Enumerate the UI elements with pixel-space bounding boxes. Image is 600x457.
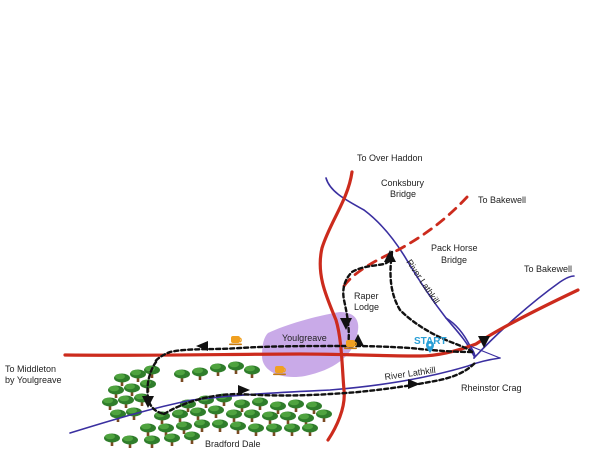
- river-lathkill-lower: [69, 357, 501, 434]
- river-east-tributary: [473, 275, 575, 359]
- arrowhead-icon: [478, 336, 490, 348]
- route-river-walk: [389, 250, 474, 354]
- junction-marker: [469, 345, 501, 359]
- label-raper-lodge-line1: Raper: [354, 291, 379, 301]
- youlgreave-village-area: [262, 312, 359, 378]
- label-to-middleton-line2: by Youlgreave: [5, 375, 62, 385]
- label-conksbury-bridge-line1: Conksbury: [381, 178, 425, 188]
- cafe-icons: [229, 336, 357, 376]
- cup-icon: [344, 340, 357, 350]
- label-bradford-dale: Bradford Dale: [205, 439, 261, 449]
- cup-icon: [273, 366, 286, 376]
- label-to-bakewell-east: To Bakewell: [524, 264, 572, 274]
- river-lathkill-upper: [325, 177, 475, 357]
- road-main-east-west: [63, 288, 580, 358]
- arrowhead-icon: [196, 341, 208, 351]
- label-pack-horse-bridge-line2: Bridge: [441, 255, 467, 265]
- arrowhead-icon: [340, 318, 352, 330]
- arrowhead-icon: [408, 379, 420, 389]
- arrowhead-icon: [384, 250, 396, 262]
- cup-icon: [229, 336, 242, 346]
- route-along-main-road: [153, 344, 474, 364]
- label-start: START: [414, 336, 447, 347]
- label-conksbury-bridge-line2: Bridge: [390, 189, 416, 199]
- road-to-over-haddon: [318, 170, 354, 442]
- map-pin-icon: [426, 341, 434, 353]
- roads: [63, 170, 580, 442]
- arrowhead-icon: [142, 396, 154, 408]
- label-river-lathkill-upper: River Lathkill: [404, 258, 441, 306]
- label-to-over-haddon: To Over Haddon: [357, 153, 423, 163]
- route-direction-arrows: [142, 250, 490, 408]
- label-raper-lodge-line2: Lodge: [354, 302, 379, 312]
- road-to-bakewell-dashed: [342, 194, 470, 288]
- walking-route: [146, 250, 478, 416]
- route-bradford-dale: [162, 360, 478, 416]
- label-rheinstor-crag: Rheinstor Crag: [461, 383, 522, 393]
- label-to-bakewell-north: To Bakewell: [478, 195, 526, 205]
- label-youlgreave: Youlgreave: [282, 333, 327, 343]
- label-pack-horse-bridge-line1: Pack Horse: [431, 243, 478, 253]
- label-to-middleton-line1: To Middleton: [5, 364, 56, 374]
- arrowhead-icon: [238, 385, 250, 395]
